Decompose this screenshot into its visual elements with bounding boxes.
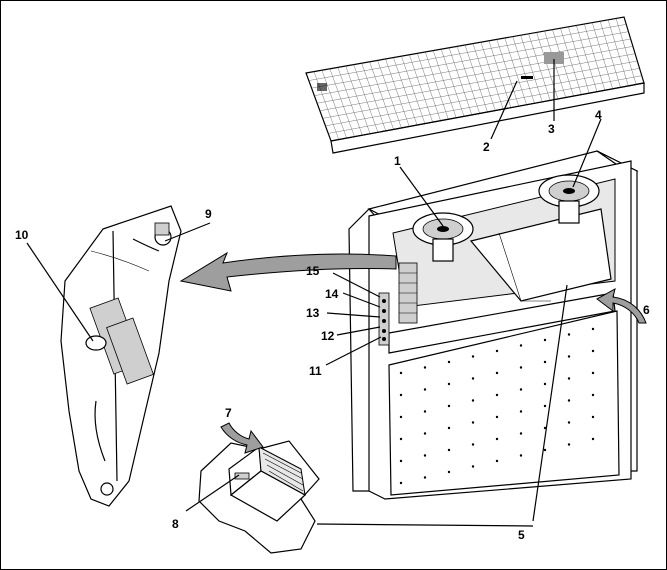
coil-detail-view bbox=[60, 205, 182, 507]
callout-11: 11 bbox=[309, 364, 322, 378]
filter-grille bbox=[305, 16, 645, 154]
callout-15: 15 bbox=[306, 264, 320, 278]
blower-fan-left bbox=[412, 212, 474, 262]
callout-6: 6 bbox=[643, 303, 650, 317]
arrow-7-icon bbox=[220, 422, 264, 454]
detail-arrow bbox=[179, 251, 397, 292]
callout-5: 5 bbox=[518, 528, 525, 542]
leader-lines bbox=[26, 59, 602, 527]
callout-13: 13 bbox=[306, 306, 320, 320]
callout-8: 8 bbox=[172, 517, 179, 531]
callout-labels: 1 2 3 4 5 6 7 8 9 10 11 12 13 14 15 bbox=[15, 108, 650, 542]
callout-1: 1 bbox=[394, 154, 401, 168]
callout-7: 7 bbox=[225, 406, 232, 420]
callout-4: 4 bbox=[595, 108, 602, 122]
callout-2: 2 bbox=[483, 140, 490, 154]
arrow-6-icon bbox=[596, 288, 647, 324]
callout-10: 10 bbox=[15, 228, 29, 242]
drain-pan-detail bbox=[198, 440, 320, 554]
blower-fan-right bbox=[538, 174, 600, 224]
callout-12: 12 bbox=[321, 329, 335, 343]
cabinet-assembly bbox=[348, 150, 639, 500]
callout-14: 14 bbox=[325, 287, 339, 301]
callout-9: 9 bbox=[205, 207, 212, 221]
callout-3: 3 bbox=[548, 122, 555, 136]
